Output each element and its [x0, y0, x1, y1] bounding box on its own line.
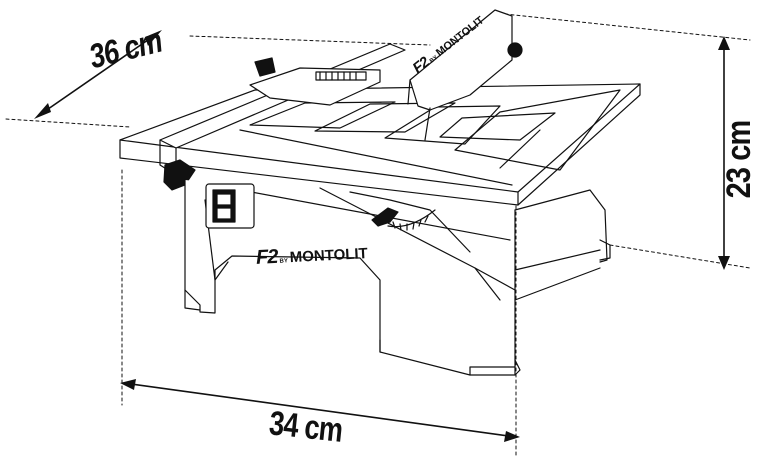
blade-guard [407, 9, 523, 141]
brand-by: BY [279, 258, 289, 265]
brand-name: MONTOLIT [289, 245, 369, 267]
height-dimension-label: 23 cm [720, 120, 759, 199]
saw-base [184, 179, 611, 376]
bevel-knob [371, 207, 399, 227]
fence-top-knob [254, 57, 276, 77]
guard-knob [507, 42, 523, 58]
width-arrow [123, 382, 517, 438]
width-dimension-label: 34 cm [267, 404, 345, 450]
angle-scale [387, 209, 436, 231]
rip-fence [159, 43, 406, 176]
depth-arrow [37, 32, 159, 117]
brand-model: F2 [255, 245, 278, 269]
extension-lines [5, 13, 751, 456]
dimension-arrows [37, 32, 725, 438]
power-switch [205, 183, 255, 229]
brand-by-guard: BY [428, 54, 440, 65]
